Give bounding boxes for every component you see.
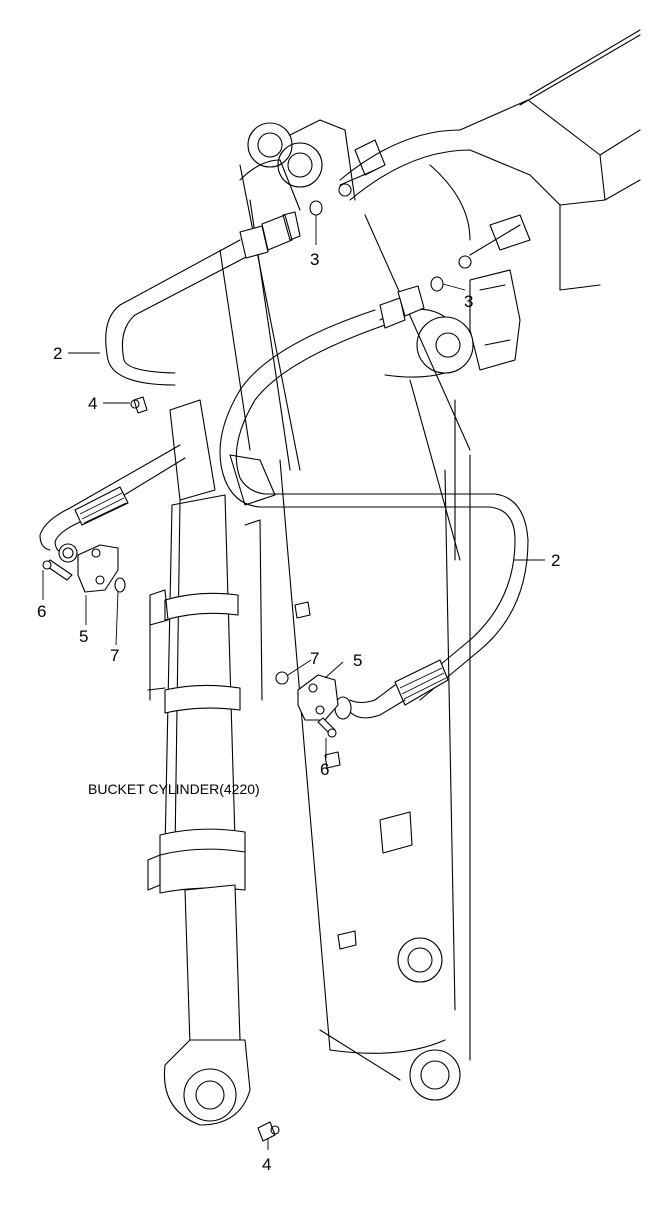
callout-2a: 2	[53, 344, 62, 363]
flange-clamp-left	[77, 544, 119, 593]
flange-clamp-right	[297, 674, 339, 721]
callout-3a: 3	[310, 250, 319, 269]
grease-nipple-4b	[257, 1121, 280, 1142]
callout-4a: 4	[88, 394, 97, 413]
o-ring-3b	[430, 276, 444, 292]
o-ring-7b	[275, 671, 289, 685]
bolt-6a	[42, 559, 73, 581]
boom-structure	[219, 29, 641, 1101]
bucket-cylinder	[147, 399, 251, 1126]
o-ring-7a	[114, 577, 126, 593]
callout-6a: 6	[37, 602, 46, 621]
callout-3b: 3	[464, 292, 473, 311]
callout-5b: 5	[353, 651, 362, 670]
o-ring-3a	[309, 200, 323, 216]
callout-2b: 2	[551, 551, 560, 570]
hose-2-lower	[219, 285, 529, 720]
bolt-6b	[317, 717, 337, 738]
hose-cylinder	[39, 444, 186, 563]
callout-7b: 7	[310, 649, 319, 668]
callouts: 2 2 3 3 4 4 5 5 6 6 7 7	[37, 250, 560, 1174]
callout-4b: 4	[262, 1155, 271, 1174]
callout-7a: 7	[110, 646, 119, 665]
hose-2-upper	[105, 211, 301, 386]
grease-nipple-4a	[130, 396, 148, 414]
callout-6b: 6	[320, 760, 329, 779]
bucket-cylinder-caption: BUCKET CYLINDER(4220)	[88, 781, 260, 797]
leader-lines	[42, 215, 545, 1150]
callout-5a: 5	[79, 627, 88, 646]
